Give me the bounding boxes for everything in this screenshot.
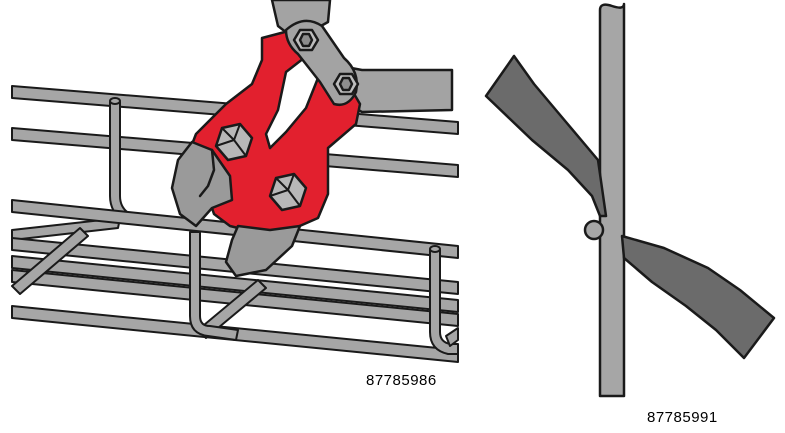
- tray-wire-front-3: [11, 255, 459, 313]
- tray-wire-front-1: [11, 199, 459, 259]
- cutter-jaw-right: [224, 224, 302, 278]
- figure-code-right: 87785991: [647, 409, 718, 426]
- hex-bolt-icon: [292, 28, 320, 52]
- tray-post-left: [109, 101, 131, 223]
- tray-post-left-cap: [109, 97, 121, 105]
- bolt-cutter: [170, 0, 454, 278]
- cutter-blade-upper: [484, 54, 608, 218]
- tray-wire-end-stub: [445, 327, 459, 347]
- tray-u-loop-right-cap: [429, 245, 441, 253]
- cutter-blade-lower: [620, 234, 776, 360]
- tray-cross-wire-lower-left: [11, 227, 89, 295]
- tray-cross-wire-left: [11, 217, 121, 241]
- vertical-wire: [598, 2, 626, 398]
- jaw-closeup: [484, 2, 776, 398]
- figure-code-left: 87785986: [366, 372, 437, 389]
- cutter-jaw-left: [170, 140, 234, 228]
- hex-bolt-icon: [332, 72, 360, 96]
- tray-u-loop-right: [429, 249, 459, 355]
- cutter-jaw-left-edge: [198, 148, 216, 198]
- tray-u-loop-center: [189, 231, 239, 341]
- hex-bolt-icon: [268, 172, 308, 212]
- wire-cross-section: [583, 219, 605, 241]
- hex-bolt-icon: [214, 122, 254, 162]
